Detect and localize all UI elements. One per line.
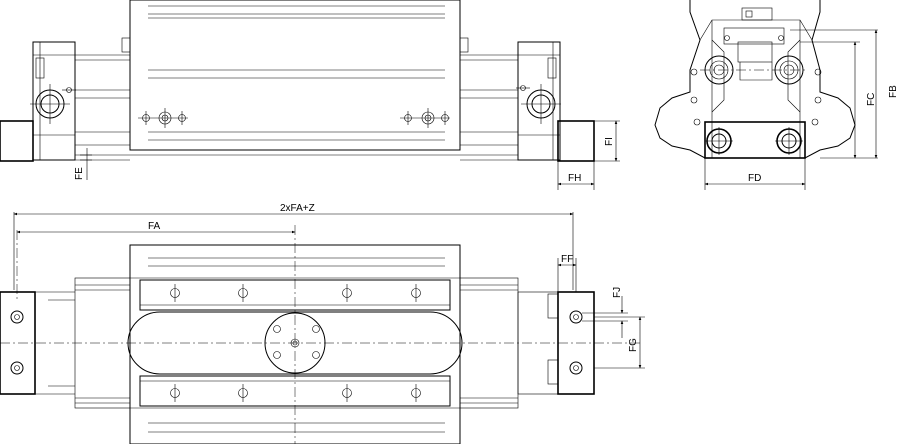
dim-label-fg: FG [628, 338, 639, 352]
dim-label-fe: FE [74, 167, 85, 180]
carriage-hole-group-right [400, 108, 450, 128]
dim-label-fa: FA [148, 221, 161, 232]
dim-label-fi: FI [604, 137, 615, 146]
dim-label-fj: FJ [612, 287, 623, 298]
bottom-hole-row [170, 384, 421, 402]
dim-label-ff: FF [561, 254, 573, 265]
top-view: 2xFA+Z FA FF FJ FG [0, 203, 645, 444]
dim-label-fd: FD [748, 173, 761, 184]
dim-label-total: 2xFA+Z [280, 203, 315, 214]
dim-label-fh: FH [568, 173, 581, 184]
dim-label-fb: FB [888, 85, 899, 98]
dim-label-fc: FC [866, 93, 877, 106]
front-view: FE FH FI [0, 0, 620, 190]
side-view: FC FB FD [654, 0, 899, 190]
top-hole-row [170, 284, 421, 302]
carriage-hole-group-left [138, 108, 188, 128]
